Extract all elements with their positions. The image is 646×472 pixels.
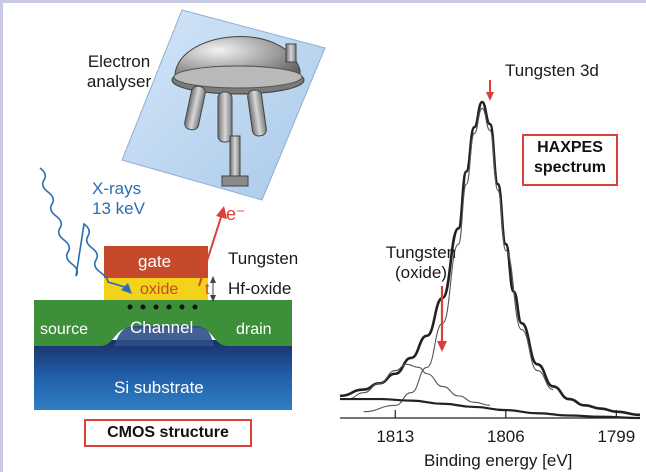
cmos-caption: CMOS structure — [84, 419, 252, 447]
oxide-annotation-line2: (oxide) — [395, 263, 447, 282]
channel-silicon — [34, 300, 292, 346]
gate-layer — [104, 246, 208, 278]
electron-label: e⁻ — [226, 204, 246, 224]
electron-arrowhead — [216, 206, 227, 219]
x-tick-label: 1806 — [487, 427, 525, 446]
source-label: source — [40, 321, 89, 338]
chart-title-box: HAXPES spectrum — [522, 134, 618, 186]
analyser-label-line1: Electron — [87, 52, 151, 71]
xray-label-line2: 13 keV — [92, 199, 145, 218]
gate-label: gate — [138, 252, 172, 271]
oxide-arrowhead — [437, 341, 447, 352]
x-axis-label: Binding energy [eV] — [424, 451, 573, 470]
xray-label: X-rays 13 keV — [92, 179, 145, 219]
substrate-label: Si substrate — [114, 378, 204, 397]
oxide-annotation: Tungsten (oxide) — [384, 243, 458, 283]
tungsten-layer-label: Tungsten — [228, 249, 299, 268]
oxide-annotation-line1: Tungsten — [385, 243, 457, 262]
analyser-label-line2: analyser — [86, 72, 152, 91]
chart-title-line1: HAXPES — [537, 139, 603, 156]
channel-label: Channel — [130, 318, 194, 337]
analyser-label: Electron analyser — [84, 52, 154, 92]
drain-label: drain — [236, 321, 272, 338]
x-axis-ticks: 1813 1806 1799 — [376, 410, 635, 446]
xray-arrowhead — [121, 283, 132, 294]
thickness-label: t — [205, 281, 210, 298]
substrate-layer — [34, 340, 292, 410]
peak-arrowhead — [486, 92, 494, 101]
channel-carriers — [127, 304, 198, 310]
x-tick-label: 1813 — [376, 427, 414, 446]
thickness-arrow-top — [210, 276, 216, 283]
oxide-layer — [104, 278, 208, 300]
electron-arrow — [198, 213, 223, 287]
hfoxide-layer-label: Hf-oxide — [228, 279, 292, 298]
xray-label-line1: X-rays — [92, 179, 142, 198]
series-line-background — [340, 397, 641, 420]
x-tick-label: 1799 — [597, 427, 635, 446]
peak-annotation: Tungsten 3d — [505, 61, 599, 80]
oxide-label: oxide — [140, 281, 179, 298]
channel-region — [114, 326, 214, 346]
series-line-oxide-component — [347, 363, 491, 406]
thickness-arrow-bottom — [210, 295, 216, 302]
chart-lines — [339, 100, 641, 420]
xray-wave — [39, 167, 129, 289]
electron-analyser-illustration — [171, 36, 305, 187]
chart-title-line2: spectrum — [533, 159, 607, 176]
series-line-metal-component — [363, 107, 554, 413]
series-line-measured-spectrum — [339, 100, 641, 417]
